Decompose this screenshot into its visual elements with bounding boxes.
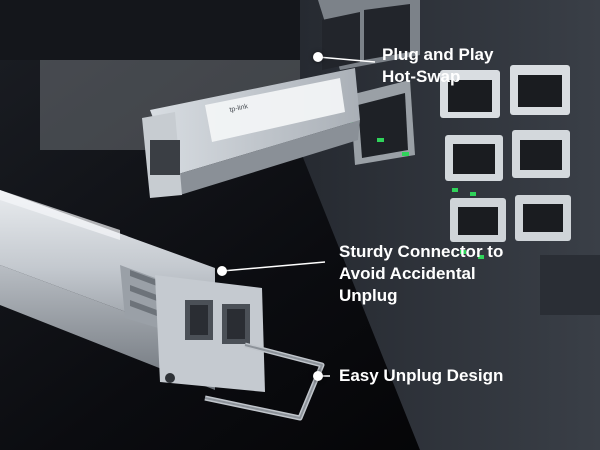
rj45-port-grid — [440, 65, 600, 315]
callout-hotswap: Plug and Play Hot-Swap — [382, 44, 493, 88]
shelf-top — [0, 0, 330, 60]
callout-connector-line2: Avoid Accidental — [339, 264, 476, 283]
callout-hotswap-line2: Hot-Swap — [382, 67, 461, 86]
callout-line-hotswap — [317, 56, 376, 63]
callout-dot-connector — [217, 266, 227, 276]
callout-line-connector — [221, 261, 326, 272]
callout-unplug-line1: Easy Unplug Design — [339, 366, 504, 385]
callout-connector-line1: Sturdy Connector to — [339, 242, 504, 261]
callout-dot-unplug — [313, 371, 323, 381]
callout-connector-line3: Unplug — [339, 286, 398, 305]
callout-dot-hotswap — [313, 52, 323, 62]
sfp-module-lower — [0, 190, 325, 421]
sfp-module-upper: tp-link — [142, 68, 360, 198]
callout-unplug: Easy Unplug Design — [339, 365, 503, 387]
sfp-cage-row — [318, 0, 420, 165]
module-brand-text: tp-link — [229, 103, 249, 114]
callout-connector: Sturdy Connector to Avoid Accidental Unp… — [339, 241, 503, 307]
callout-hotswap-line1: Plug and Play — [382, 45, 494, 64]
